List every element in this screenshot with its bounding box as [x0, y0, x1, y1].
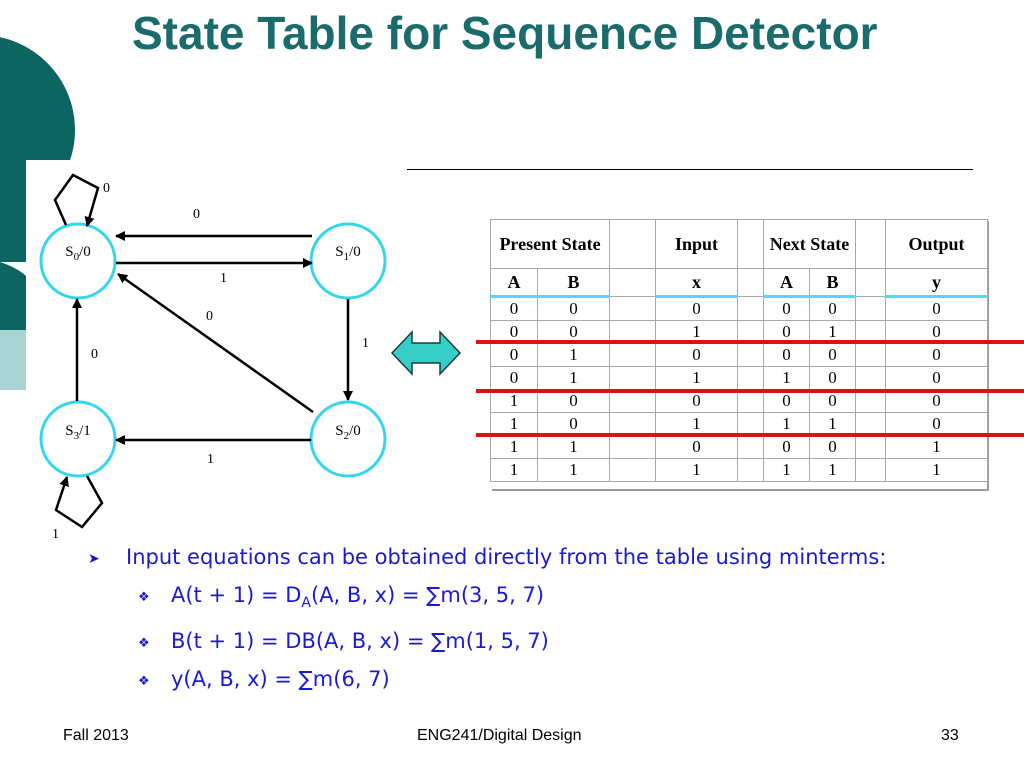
bullet-eq-b: ❖ B(t + 1) = DB(A, B, x) = ∑m(1, 5, 7) [88, 627, 888, 656]
subheader-next-b: B [809, 268, 857, 298]
state-s3: S3/1 [39, 400, 117, 478]
double-arrow-icon [390, 330, 462, 376]
edge-label-s1-s0: 0 [193, 207, 200, 222]
bullet-eq-a: ❖ A(t + 1) = DA(A, B, x) = ∑m(3, 5, 7) [88, 581, 888, 618]
subheader-input-x: x [655, 268, 739, 298]
header-next-state: Next State [763, 219, 857, 269]
bullet-list: ➤ Input equations can be obtained direct… [88, 543, 888, 694]
edge-label-s0-self: 0 [103, 181, 110, 196]
header-input: Input [655, 219, 739, 269]
highlight-line-3 [476, 433, 1024, 437]
subheader-output-y: y [885, 268, 989, 298]
edge-label-s3-s0: 0 [91, 347, 98, 362]
edge-label-s0-s1: 1 [220, 271, 227, 286]
state-s1-label: S1/0 [335, 244, 361, 263]
state-diagram: S0/0 S1/0 S2/0 S3/1 0 0 1 0 1 0 1 1 [39, 173, 387, 542]
state-s0-label: S0/0 [65, 244, 91, 263]
state-s2-label: S2/0 [335, 423, 361, 442]
eq-a-post: (A, B, x) = ∑m(3, 5, 7) [311, 583, 545, 607]
title-divider [407, 169, 973, 170]
highlight-line-2 [476, 389, 1024, 393]
state-table: Present State Input Next State Output A … [489, 219, 989, 489]
edge-label-s1-s2: 1 [362, 336, 369, 351]
edge-label-s2-s0: 0 [206, 309, 213, 324]
header-present-state: Present State [489, 219, 611, 269]
diamond-bullet-icon: ❖ [138, 590, 150, 605]
highlight-line-1 [476, 340, 1024, 344]
footer-page-number: 33 [941, 727, 959, 744]
bullet-main-text: Input equations can be obtained directly… [126, 545, 887, 569]
diamond-bullet-icon: ❖ [138, 636, 150, 652]
state-s2: S2/0 [309, 400, 387, 478]
edge-s2-s0 [117, 272, 314, 414]
eq-a-subscript: A [301, 595, 311, 612]
edge-s3-self [54, 475, 104, 529]
edge-s0-self [53, 173, 100, 227]
edge-label-s3-self: 1 [52, 527, 59, 542]
subheader-present-b: B [536, 268, 611, 298]
bullet-main: ➤ Input equations can be obtained direct… [88, 543, 888, 572]
state-s0: S0/0 [39, 222, 117, 300]
eq-b-text: B(t + 1) = DB(A, B, x) = ∑m(1, 5, 7) [171, 629, 549, 654]
subheader-present-a: A [490, 268, 538, 298]
eq-y-text: y(A, B, x) = ∑m(6, 7) [171, 667, 390, 692]
footer-course: ENG241/Digital Design [417, 727, 582, 744]
slide-title: State Table for Sequence Detector [132, 7, 878, 59]
bullet-eq-y: ❖ y(A, B, x) = ∑m(6, 7) [88, 665, 888, 694]
arrow-bullet-icon: ➤ [88, 551, 100, 567]
state-s3-label: S3/1 [65, 423, 91, 442]
edge-label-s2-s3: 1 [207, 452, 214, 467]
footer-date: Fall 2013 [63, 727, 129, 744]
state-s1: S1/0 [309, 222, 387, 300]
eq-a-pre: A(t + 1) = D [171, 583, 302, 607]
subheader-next-a: A [763, 268, 811, 298]
diamond-bullet-icon: ❖ [138, 674, 150, 690]
header-output: Output [885, 219, 989, 269]
